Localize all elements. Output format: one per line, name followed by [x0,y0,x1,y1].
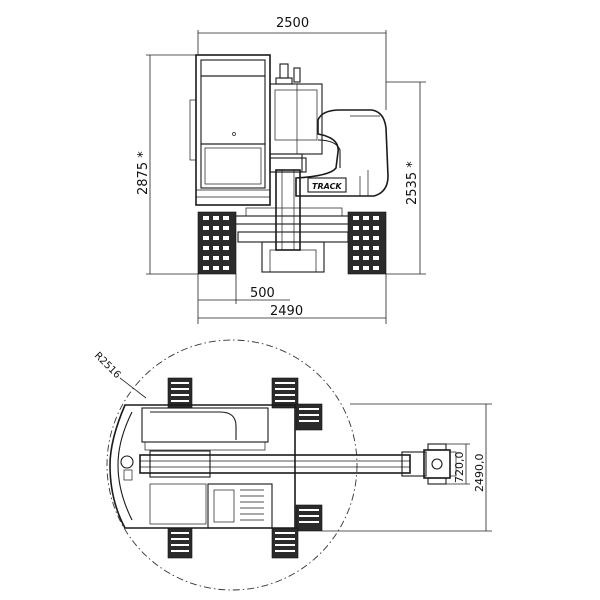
track-top-right-mid [295,403,323,431]
dim-label-2535: 2535 * [405,161,420,205]
dim-top-width: 2490,0 [322,403,492,532]
dim-track-width: 2490 [198,274,387,324]
dim-track-offset: 500 [197,274,290,324]
engine-hood: TRACK [295,109,389,197]
swing-radius-label: R2516 [92,350,147,399]
front-view: TRACK [136,16,426,324]
beacon [275,63,301,85]
dim-height-counterweight: 2535 * [386,81,426,275]
track-top-right-lower [271,527,299,559]
track-badge [307,177,347,193]
dim-label-2500: 2500 [276,16,309,31]
attachment-head [423,443,457,485]
track-top-left-upper [167,377,193,409]
dim-arm-width: 720,0 [446,443,470,485]
dim-label-500: 500 [250,286,275,301]
track-top-left-lower [167,527,193,559]
badge-label: TRACK [312,182,342,191]
dim-label-2875: 2875 * [136,151,151,195]
swing-radius-circle [106,339,358,591]
track-top-right-upper [271,377,299,409]
undercarriage [231,207,355,273]
dim-label-2490: 2490 [270,304,303,319]
dim-height-cab: 2875 * [136,54,198,275]
dim-label-2490-top: 2490,0 [473,454,486,493]
track-top-right-low [295,504,323,532]
top-view: R2516 [92,339,492,591]
boom-column [269,157,307,251]
engine-deck [207,483,273,529]
boom-arm [139,450,427,478]
dim-overall-width-top: 2500 [197,16,387,110]
dim-label-720: 720,0 [453,452,466,484]
cab [189,54,271,206]
swing-center [120,455,134,469]
left-track-front [197,211,237,275]
radius-text: R2516 [92,350,123,381]
boom-frame [269,83,323,173]
upper-structure [109,404,296,529]
right-track-front [347,211,387,275]
